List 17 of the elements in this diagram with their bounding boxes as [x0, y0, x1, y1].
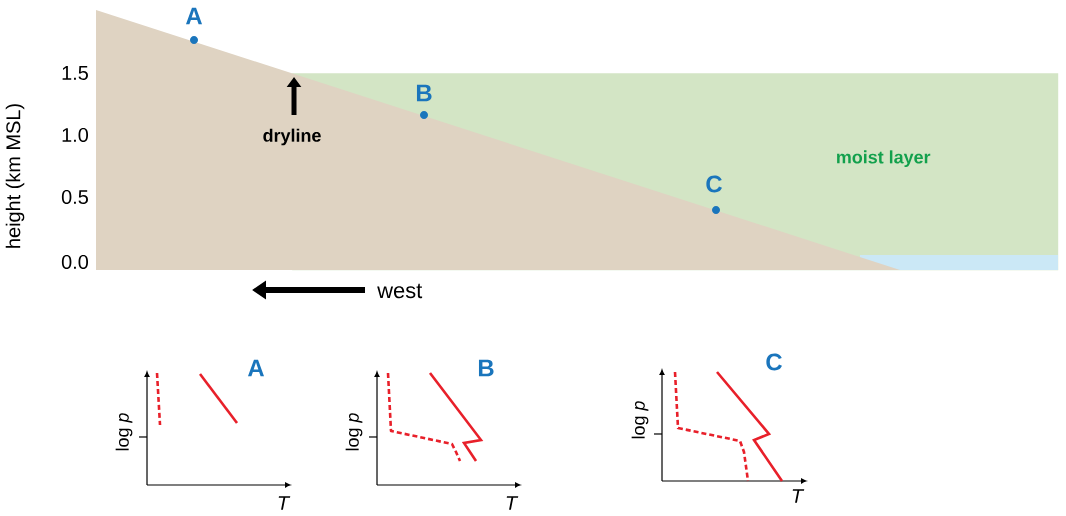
- tick-label: 0.0: [61, 254, 89, 270]
- axis-title: height (km MSL): [5, 104, 25, 248]
- site-label: B: [416, 84, 432, 102]
- axis-title: T: [792, 489, 805, 503]
- axis-title: T: [506, 496, 519, 510]
- plot-title: A: [247, 359, 264, 377]
- axis-title: log p: [345, 413, 363, 451]
- site-label: C: [706, 175, 722, 193]
- plot-title: B: [478, 359, 494, 377]
- plot-title: C: [766, 353, 782, 371]
- tick-label: 0.5: [61, 189, 88, 205]
- tick-label: 1.5: [62, 66, 88, 80]
- axis-title: log p: [115, 413, 133, 451]
- axis-title: T: [278, 496, 291, 510]
- site-label: A: [185, 7, 202, 25]
- tick-label: 1.0: [62, 127, 89, 143]
- axis-title: log p: [631, 401, 649, 439]
